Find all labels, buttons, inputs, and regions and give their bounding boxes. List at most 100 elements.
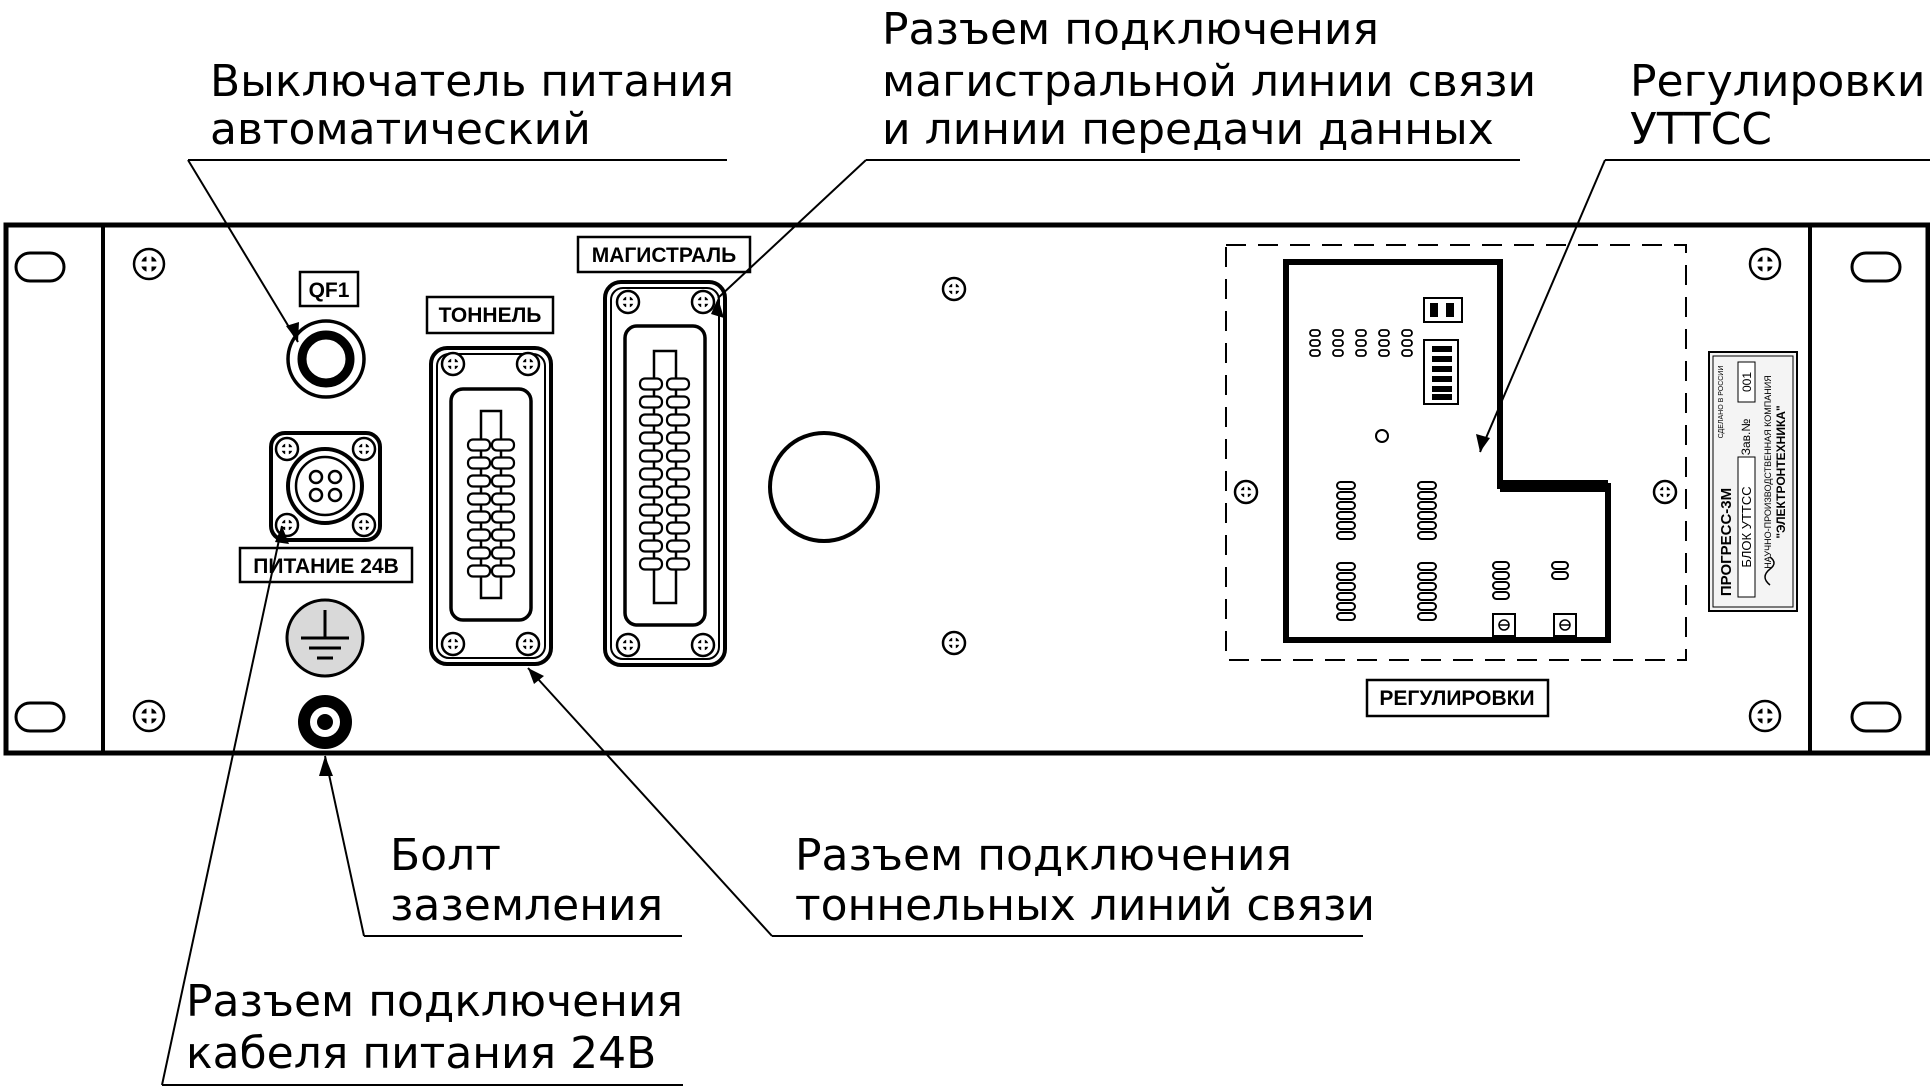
jumper-bank: [1309, 329, 1413, 357]
flange-screw: [351, 436, 377, 462]
magistral-tag: МАГИСТРАЛЬ: [592, 244, 737, 267]
trunk-screw: [690, 289, 716, 315]
nameplate-company-1: НАУЧНО-ПРОИЗВОДСТВЕННАЯ КОМПАНИЯ: [1763, 375, 1773, 568]
cover-screw: [1652, 479, 1678, 505]
callout-adjust: Регулировки УТТСС: [1630, 56, 1925, 155]
flange-screw: [351, 512, 377, 538]
panel-screw: [132, 699, 166, 733]
header-pins: [1336, 481, 1569, 621]
callout-ground-line1: Болт: [390, 830, 501, 881]
tunnel-screw: [515, 351, 541, 377]
rack-slot: [14, 251, 66, 283]
rack-slots: [14, 251, 1902, 733]
nameplate-model: ПРОГРЕСС-3М: [1718, 488, 1735, 596]
adjustments-area: РЕГУЛИРОВКИ: [1225, 244, 1687, 718]
adjust-leader: [1479, 159, 1606, 453]
panel-screw: [132, 247, 166, 281]
panel-screw: [941, 630, 967, 656]
callout-power-line1: Разъем подключения: [186, 976, 683, 1027]
callout-adjust-line1: Регулировки: [1630, 56, 1925, 107]
callout-trunk-line3: и линии передачи данных: [882, 104, 1494, 155]
callout-adjust-line2: УТТСС: [1630, 104, 1772, 155]
callout-tunnel-line1: Разъем подключения: [795, 830, 1292, 881]
leader-arrowheads: [275, 298, 1490, 776]
tunnel-leader: [527, 667, 773, 937]
nameplate: СДЕЛАНО В РОССИИ ПРОГРЕСС-3М Зав.№ 001 Б…: [1708, 351, 1798, 612]
ground-bolt[interactable]: [298, 695, 352, 749]
tunnel-screw: [440, 631, 466, 657]
panel: [3, 222, 1930, 756]
adjustments-cover-outline: [1225, 244, 1687, 661]
qf1-tag-frame: [298, 270, 360, 308]
magistral-tag-frame: [576, 235, 752, 274]
rack-slot: [14, 701, 66, 733]
power-pin: [308, 487, 324, 503]
qf1-tag: QF1: [309, 279, 350, 302]
callout-breaker-line1: Выключатель питания: [210, 56, 734, 107]
trunk-screw: [690, 632, 716, 658]
unit-box: [1737, 456, 1756, 598]
power-24v-connector[interactable]: ПИТАНИЕ 24В: [238, 431, 414, 584]
power-pin: [308, 469, 324, 485]
nameplate-unit: БЛОК УТТСС: [1739, 486, 1754, 567]
callout-breaker-line2: автоматический: [210, 104, 591, 155]
nameplate-company-2: "ЭЛЕКТРОНТЕХНИКА": [1774, 405, 1788, 538]
callout-power-line2: кабеля питания 24В: [186, 1028, 656, 1079]
power-pin: [327, 487, 343, 503]
tunnel-connector[interactable]: ТОННЕЛЬ: [425, 295, 555, 666]
power-leader: [161, 525, 283, 1086]
callout-tunnel-line2: тоннельных линий связи: [795, 880, 1375, 931]
nameplate-made-in: СДЕЛАНО В РОССИИ: [1718, 366, 1725, 439]
panel-screw: [1748, 699, 1782, 733]
regulirovki-tag-frame: [1365, 678, 1550, 718]
trimmer-pot[interactable]: [1492, 613, 1516, 637]
rack-slot: [1850, 251, 1902, 283]
callout-breaker: Выключатель питания автоматический: [210, 56, 734, 155]
company-logo-icon: [1764, 556, 1775, 586]
callout-trunk-line1: Разъем подключения: [882, 4, 1379, 55]
tunnel-tag: ТОННЕЛЬ: [439, 304, 542, 327]
trimmer-pot[interactable]: [1553, 613, 1577, 637]
serial-box: [1737, 361, 1756, 403]
board-led: [1375, 429, 1389, 443]
callout-power: Разъем подключения кабеля питания 24В: [186, 976, 683, 1079]
circuit-breaker-qf1[interactable]: QF1: [286, 270, 366, 399]
dip-switch-2[interactable]: [1423, 297, 1463, 323]
power24-tag-frame: [238, 546, 414, 584]
rack-slot: [1850, 701, 1902, 733]
power-pin: [327, 469, 343, 485]
regulirovki-tag: РЕГУЛИРОВКИ: [1379, 687, 1534, 710]
callout-trunk: Разъем подключения магистральной линии с…: [882, 4, 1536, 155]
breaker-button: [297, 330, 355, 388]
tunnel-tag-frame: [425, 295, 555, 335]
callout-trunk-line2: магистральной линии связи: [882, 56, 1536, 107]
trunk-connector[interactable]: МАГИСТРАЛЬ: [576, 235, 752, 667]
ground-terminal: [285, 598, 365, 678]
power-connector-insert: [294, 455, 356, 517]
tunnel-screw: [440, 351, 466, 377]
cover-screw: [1233, 479, 1259, 505]
power24-tag: ПИТАНИЕ 24В: [253, 555, 398, 578]
trunk-screw: [615, 632, 641, 658]
ground-icon: [301, 610, 349, 660]
callout-ground: Болт заземления: [390, 830, 663, 931]
nameplate-serial-label: Зав.№: [1739, 419, 1753, 456]
knockout-hole: [768, 431, 880, 543]
tunnel-screw: [515, 631, 541, 657]
trunk-shell-inner: [610, 287, 720, 660]
callout-tunnel: Разъем подключения тоннельных линий связ…: [795, 830, 1375, 931]
trunk-leader: [717, 159, 867, 299]
panel-screw: [941, 276, 967, 302]
panel-outline: [3, 222, 1930, 756]
nameplate-serial: 001: [1740, 372, 1754, 392]
trunk-screw: [615, 289, 641, 315]
dip-switch-6[interactable]: [1423, 339, 1459, 405]
leader-lines: [161, 159, 1930, 1086]
breaker-leader: [187, 159, 299, 343]
nameplate-inner: [1712, 355, 1794, 608]
ground-leader: [324, 755, 365, 937]
tunnel-shell-inner: [436, 353, 546, 659]
callout-ground-line2: заземления: [390, 880, 663, 931]
flange-screw: [274, 436, 300, 462]
